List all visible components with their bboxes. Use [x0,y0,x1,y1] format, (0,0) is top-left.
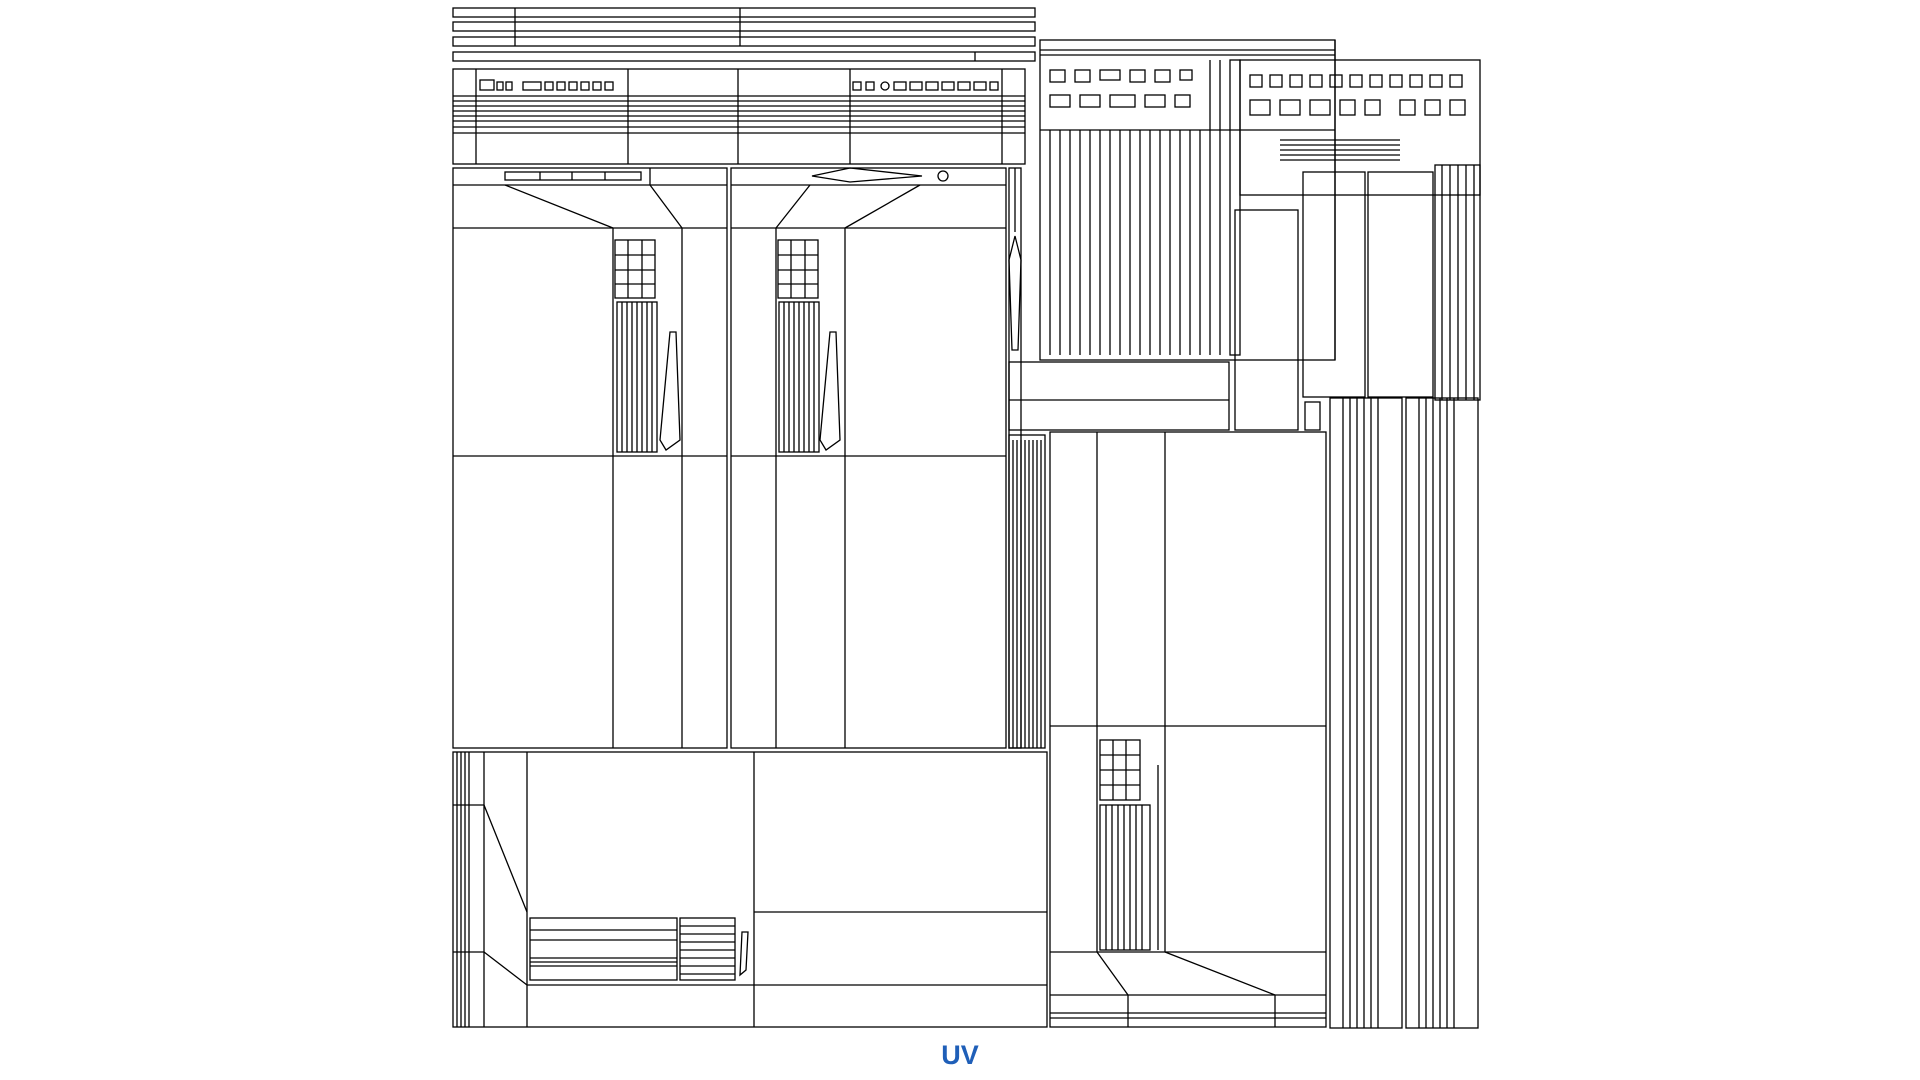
uv-right-grid [1008,164,1481,431]
uv-top-right-dense [1039,39,1336,361]
uv-top-strips [452,7,1036,62]
uv-upper-panel [452,68,1026,165]
uv-bottom-left-panel [452,751,1048,1028]
uv-tall-right-strips [1329,397,1479,1029]
uv-left-panel-a [452,167,728,749]
uv-far-right-dense [1239,59,1481,196]
uv-mid-strip [1008,167,1046,749]
uv-caption: UV [941,1040,979,1070]
uv-center-bottom-panel [1049,431,1327,1028]
uv-left-panel-b [730,167,1007,749]
